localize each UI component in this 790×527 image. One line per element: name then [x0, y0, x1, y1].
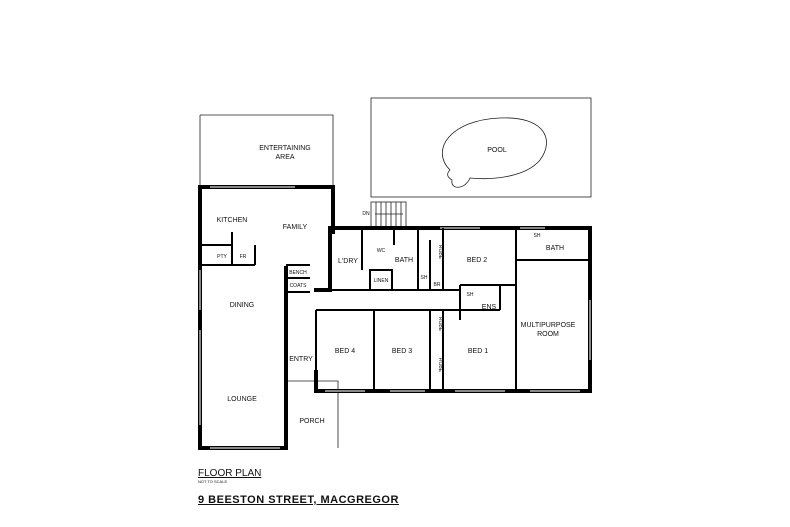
entertaining-label-2: AREA — [275, 154, 294, 161]
laundry-label: L'DRY — [338, 258, 358, 265]
shower-label: SH — [421, 275, 428, 281]
entertaining-area — [199, 114, 334, 188]
interior-walls — [200, 228, 590, 391]
kitchen-label: KITCHEN — [217, 217, 248, 224]
bench-label: BENCH — [289, 270, 307, 276]
scale-note: NOT TO SCALE — [198, 479, 228, 484]
bed1-label: BED 1 — [468, 348, 488, 355]
linen-label: LINEN — [374, 278, 389, 284]
bath2-shower-label: SH — [534, 233, 541, 239]
br-label: BR — [434, 282, 441, 288]
robe-bed3-label: ROBE — [437, 317, 443, 332]
bath-label: BATH — [395, 257, 413, 264]
wc-label: WC — [377, 248, 386, 254]
stairs-down-label: DN — [362, 211, 370, 217]
multipurpose-label-2: ROOM — [537, 331, 559, 338]
pantry-label: PTY — [217, 254, 227, 260]
family-label: FAMILY — [283, 224, 308, 231]
porch-label: PORCH — [299, 418, 324, 425]
lounge-label: LOUNGE — [227, 396, 257, 403]
ensuite-label: ENS — [482, 304, 497, 311]
fridge-label: FR — [240, 254, 247, 260]
multipurpose-label: MULTIPURPOSE — [521, 322, 576, 329]
pool-area — [370, 97, 592, 198]
coats-label: COATS — [290, 283, 308, 289]
entry-label: ENTRY — [289, 356, 313, 363]
porch-outline — [286, 380, 339, 448]
stairs — [370, 201, 407, 228]
robe-bed2-label: ROBE — [437, 245, 443, 260]
dining-label: DINING — [230, 302, 255, 309]
property-address: 9 BEESTON STREET, MACGREGOR — [198, 494, 399, 506]
pool-label: POOL — [487, 147, 507, 154]
outer-walls — [198, 185, 592, 450]
floor-plan-title: FLOOR PLAN — [198, 468, 262, 479]
entertaining-label: ENTERTAINING — [259, 145, 310, 152]
robe-bed1-label: ROBE — [437, 358, 443, 373]
ensuite-shower-label: SH — [467, 292, 474, 298]
bed2-label: BED 2 — [467, 257, 487, 264]
bath2-label: BATH — [546, 245, 564, 252]
bed3-label: BED 3 — [392, 348, 412, 355]
bed4-label: BED 4 — [335, 348, 355, 355]
